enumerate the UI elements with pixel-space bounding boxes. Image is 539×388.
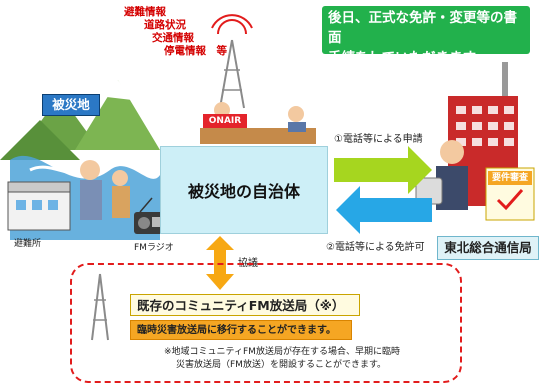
community-tower-icon (91, 273, 109, 341)
municipality-box: 被災地の自治体 (160, 146, 328, 234)
notice-line-1: 後日、正式な免許・変更等の書面 (328, 10, 517, 46)
community-fm-footnote: ※地域コミュニティFM放送局が存在する場合、早期に臨時 災害放送局（FM放送）を… (164, 346, 464, 372)
info-item-traffic: 交通情報 (152, 32, 194, 44)
disaster-area-label: 被災地 (42, 94, 100, 116)
request-label: ①電話等による申請 (334, 134, 423, 145)
info-item-evacuation: 避難情報 (124, 6, 166, 18)
shelter-label: 避難所 (14, 239, 42, 249)
onair-sign: ONAIR (203, 114, 247, 128)
mountain-illustration (0, 80, 160, 160)
requirement-review-label: 要件審査 (488, 171, 532, 185)
evacuees-illustration (80, 160, 130, 220)
community-fm-title: 既存のコミュニティFM放送局（※） (130, 294, 360, 316)
footnote-line-1: ※地域コミュニティFM放送局が存在する場合、早期に臨時 (164, 347, 400, 357)
community-fm-note: 臨時災害放送局に移行することができます。 (130, 320, 352, 340)
info-item-power: 停電情報 等 (164, 45, 227, 57)
notice-box: 後日、正式な免許・変更等の書面 手続をしていただきます。 (322, 6, 530, 66)
footnote-line-2: 災害放送局（FM放送）を開設することができます。 (176, 360, 387, 370)
info-list: 避難情報 道路状況 交通情報 停電情報 等 (124, 6, 264, 64)
community-fm-frame (70, 263, 462, 383)
permit-label: ②電話等による免許可 (326, 242, 425, 253)
request-arrow (334, 146, 432, 194)
fm-radio-icon (134, 197, 164, 234)
info-item-road: 道路状況 (144, 19, 186, 31)
shelter-building-illustration (7, 181, 71, 231)
municipality-label: 被災地の自治体 (187, 182, 300, 201)
tohoku-bureau-label: 東北総合通信局 (437, 236, 539, 260)
notice-line-2: 手続をしていただきます。 (328, 50, 489, 66)
fm-radio-label: FMラジオ (134, 243, 174, 253)
broadcast-tower-icon (211, 14, 253, 109)
permit-arrow (336, 186, 432, 234)
officer-on-phone-illustration (415, 140, 468, 210)
studio-illustration (200, 102, 316, 144)
